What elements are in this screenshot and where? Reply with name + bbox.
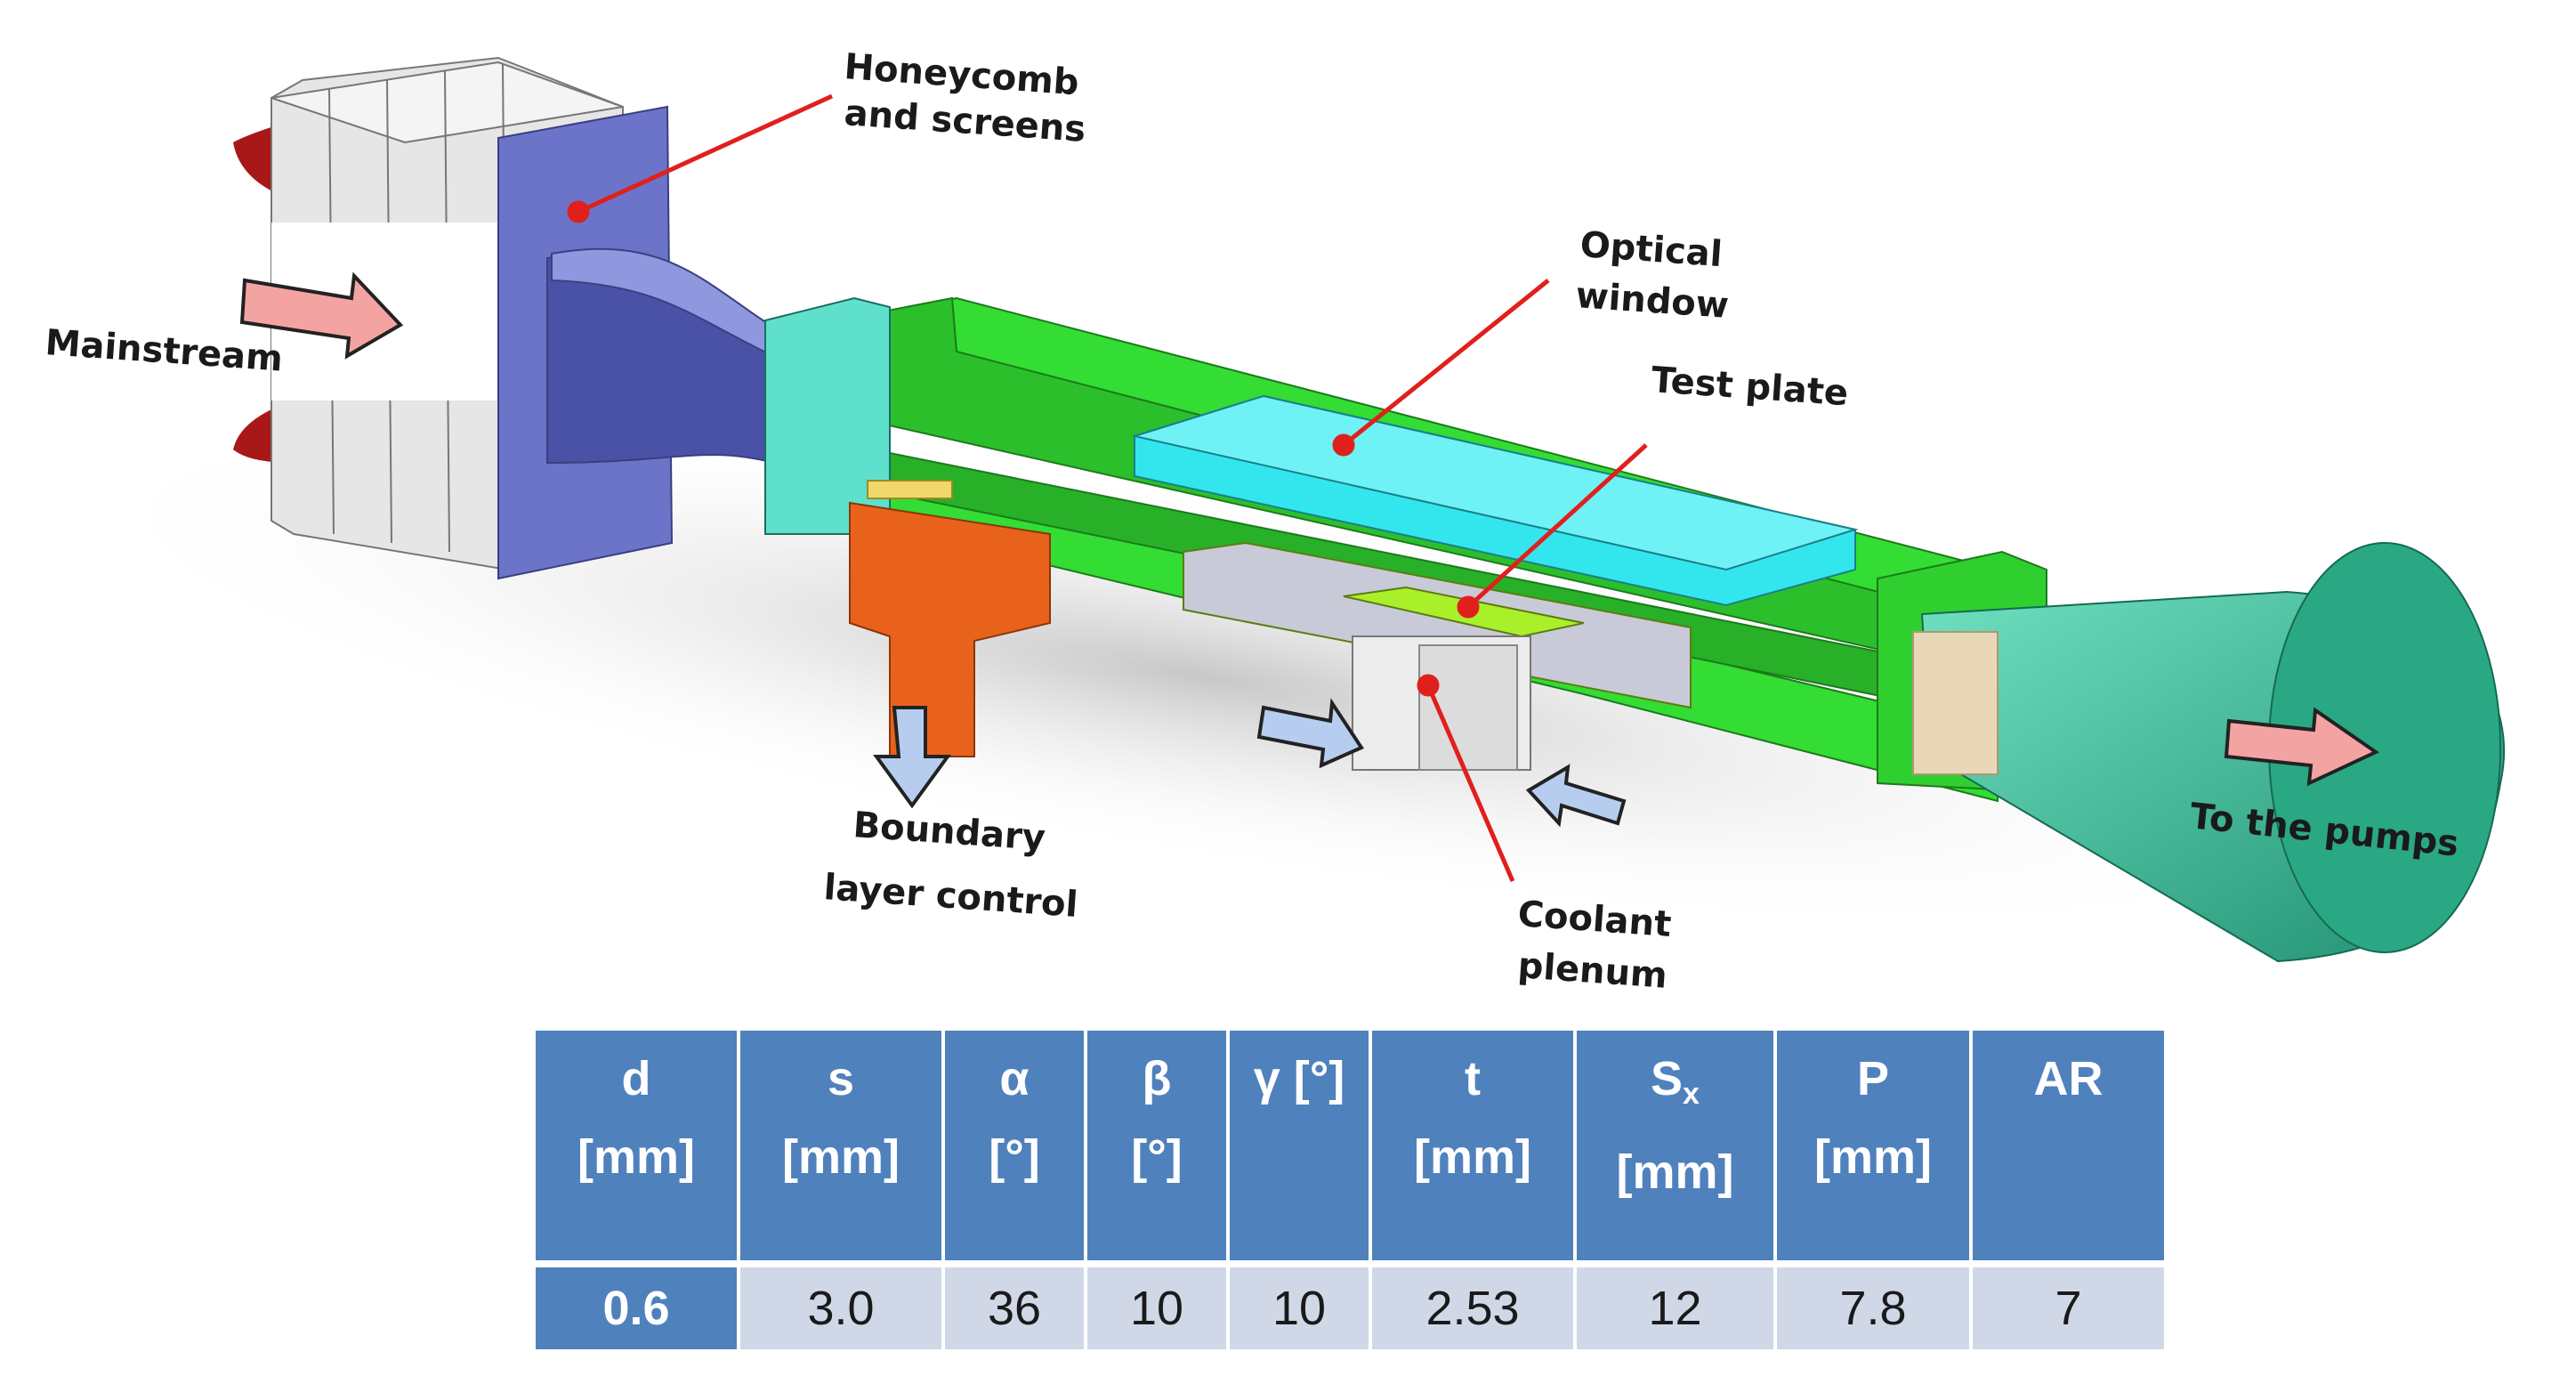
- header-symbol: α: [999, 1052, 1030, 1105]
- table-cell-2: 36: [945, 1260, 1087, 1349]
- diffuser-part: [1912, 542, 2506, 963]
- header-symbol: d: [621, 1052, 651, 1105]
- table-header-6: Sx [mm]: [1577, 1031, 1777, 1260]
- table-cell-6: 12: [1577, 1260, 1777, 1349]
- label-coolant-2: plenum: [1516, 945, 1668, 997]
- table-header-4: γ [°]: [1230, 1031, 1372, 1260]
- header-subscript: x: [1683, 1077, 1700, 1111]
- pumps-arrow: [2224, 707, 2380, 787]
- label-optical-2: window: [1574, 275, 1730, 327]
- label-mainstream: Mainstream: [44, 322, 284, 380]
- header-symbol: β: [1142, 1052, 1172, 1105]
- header-symbol: γ [°]: [1253, 1052, 1345, 1105]
- table-header-1: s [mm]: [740, 1031, 945, 1260]
- header-unit: [mm]: [1814, 1130, 1932, 1184]
- table-cell-4: 10: [1230, 1260, 1372, 1349]
- mainstream-arrow: [239, 271, 404, 360]
- label-test-plate: Test plate: [1650, 360, 1849, 414]
- header-unit: [mm]: [782, 1130, 900, 1184]
- header-unit: [mm]: [577, 1130, 695, 1184]
- label-optical-1: Optical: [1579, 224, 1724, 275]
- header-unit: [°]: [1131, 1130, 1183, 1184]
- table-header-5: t [mm]: [1372, 1031, 1577, 1260]
- table-cell-3: 10: [1087, 1260, 1230, 1349]
- optical-window-part: [1131, 394, 1859, 607]
- header-symbol: Sx: [1651, 1052, 1700, 1111]
- table-cell-0: 0.6: [536, 1260, 740, 1349]
- test-plate-part: [1183, 541, 1692, 771]
- table-cell-1: 3.0: [740, 1260, 945, 1349]
- header-symbol: P: [1856, 1052, 1890, 1105]
- wind-tunnel-drawing: Mainstream Honeycomb and screens Optical…: [44, 46, 2506, 997]
- table-header-0: d [mm]: [536, 1031, 740, 1260]
- coolant-arrow-right: [1525, 764, 1627, 828]
- table-header-8: AR: [1973, 1031, 2164, 1260]
- boundary-layer-duct: [849, 480, 1051, 757]
- inlet-collar: [764, 296, 891, 535]
- table-header-2: α [°]: [945, 1031, 1087, 1260]
- label-boundary-2: layer control: [822, 867, 1079, 926]
- header-unit: [mm]: [1414, 1130, 1531, 1184]
- header-symbol: AR: [2033, 1052, 2104, 1105]
- table-header-3: β [°]: [1087, 1031, 1230, 1260]
- table-cell-8: 7: [1973, 1260, 2164, 1349]
- table-header-7: P [mm]: [1777, 1031, 1973, 1260]
- table-header-row: d [mm] s [mm] α [°] β [°] γ [°] t [mm] Sx [mm] P [mm] A…: [536, 1031, 2164, 1260]
- table-cell-7: 7.8: [1777, 1260, 1973, 1349]
- header-symbol: t: [1465, 1052, 1481, 1105]
- table-cell-5: 2.53: [1372, 1260, 1577, 1349]
- header-symbol: s: [827, 1052, 855, 1105]
- header-unit: [mm]: [1616, 1145, 1734, 1199]
- parameters-table: d [mm] s [mm] α [°] β [°] γ [°] t [mm] Sx [mm] P [mm] A…: [536, 1031, 2164, 1349]
- boundary-layer-arrow: [873, 706, 951, 809]
- header-unit: [°]: [989, 1130, 1040, 1184]
- coolant-arrow-left: [1256, 698, 1364, 769]
- leader-lines: [567, 93, 1648, 882]
